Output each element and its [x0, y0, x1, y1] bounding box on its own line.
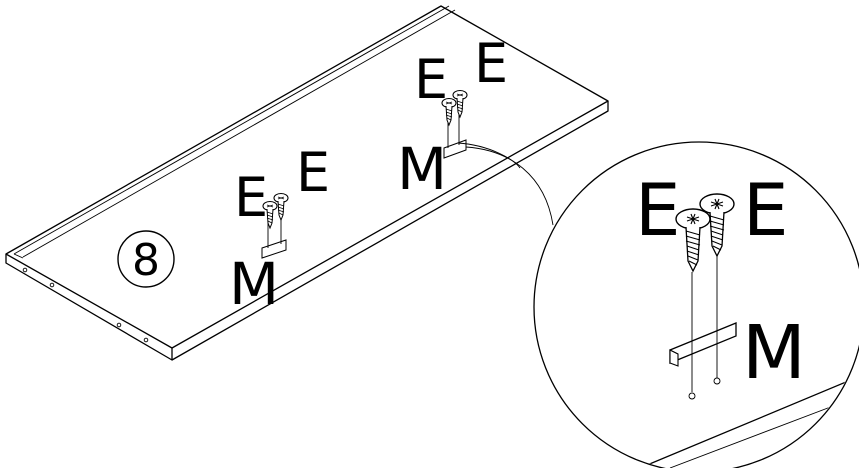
- bracket-left: [261, 192, 289, 259]
- label-screw-e: E: [743, 168, 789, 252]
- label-screw-e: E: [296, 141, 330, 204]
- label-screw-e: E: [474, 32, 508, 95]
- shelf-panel: [5, 5, 609, 361]
- detail-circle: [533, 141, 859, 468]
- label-screw-e: E: [414, 48, 448, 111]
- label-bracket-m: M: [742, 310, 806, 396]
- step-number: 8: [132, 235, 160, 286]
- label-screw-e: E: [234, 166, 268, 229]
- step-circle: [117, 230, 175, 288]
- label-bracket-m: M: [397, 135, 447, 203]
- label-bracket-m: M: [229, 250, 279, 318]
- zoom-callout: E E M: [457, 141, 859, 468]
- step-number-badge: 8: [117, 230, 175, 288]
- label-screw-e: E: [635, 168, 681, 252]
